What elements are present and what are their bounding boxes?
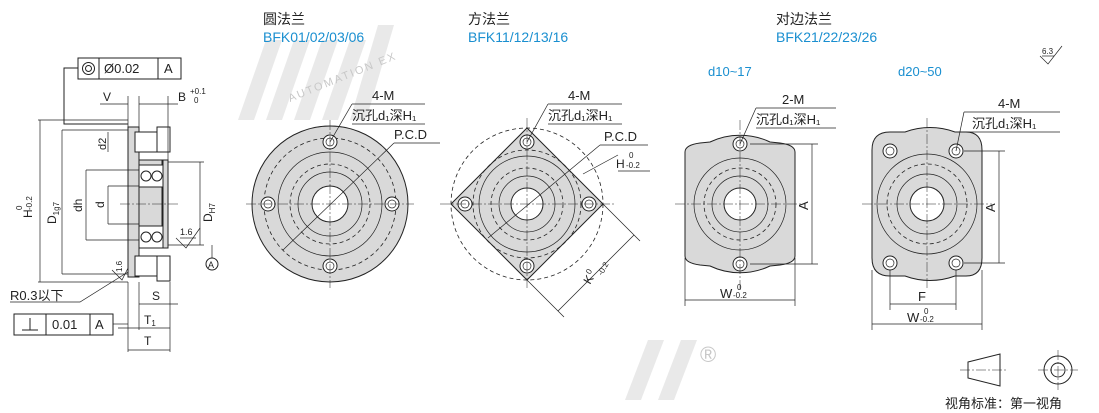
round-pcd: P.C.D [394,127,427,142]
projection-note: 视角标准：第一视角 [945,396,1062,411]
opposed-left-bolt: 2-M [782,92,804,107]
perp-value: 0.01 [52,317,77,332]
opposed-right-F: F [918,289,926,304]
round-bolt: 4-M [372,88,394,103]
opposed-right-W-tol-low: -0.2 [920,315,934,324]
opposed-left-W: W [720,286,733,301]
round-counterbore: 沉孔d₁深H₁ [352,108,417,123]
opposed-left-range: d10~17 [708,64,752,79]
side-section-view: H 0 -0.2 D1g7 dh d d2 DH7 V B +0.1 0 [10,87,219,352]
opposed-right-range: d20~50 [898,64,942,79]
dim-S: S [152,289,160,303]
opposed-left-W-tol-low: -0.2 [733,291,747,300]
dim-d2: d2 [97,138,109,150]
watermark-reg: ® [700,342,716,367]
round-flange-models: BFK01/02/03/06 [263,29,364,45]
dim-T1: T1 [144,313,156,328]
dim-V: V [103,90,111,104]
flatness-tolerance-frame: Ø0.02 A [63,57,182,125]
dim-H: H [21,209,35,218]
opposed-right-A: A [983,203,998,212]
roughness-1: 1.6 [180,227,193,237]
dim-DH7: DH7 [201,203,217,222]
dim-B-tol-low: 0 [194,96,199,105]
opposed-flange-title: 对边法兰 [776,11,832,27]
square-bolt: 4-M [568,88,590,103]
square-pcd: P.C.D [604,129,637,144]
square-flange-models: BFK11/12/13/16 [468,29,568,45]
opposed-left-counterbore: 沉孔d₁深H₁ [756,112,821,127]
round-flange-title: 圆法兰 [263,11,305,27]
square-K-tol-low: -0.2 [596,260,611,277]
square-flange-title: 方法兰 [468,11,510,27]
opposed-right-W: W [907,310,920,325]
square-flange-view: 方法兰 BFK11/12/13/16 4-M 沉孔d₁深H₁ P.C.D H 0… [440,11,650,318]
dim-B-tol: +0.1 [190,87,206,96]
note-R03: R0.3以下 [10,288,63,303]
opposed-right-bolt: 4-M [998,96,1020,111]
flatness-value: Ø0.02 [104,61,139,76]
perpendicularity-tolerance-frame: 0.01 A [13,313,128,336]
dim-B: B [178,90,186,104]
square-H-tol-low: -0.2 [626,161,640,170]
dim-H-tol-low: -0.2 [25,196,34,210]
square-H-tol: 0 [629,151,634,160]
projection-symbol: 视角标准：第一视角 [945,350,1078,411]
general-roughness-symbol: 6.3 [1039,45,1063,65]
general-roughness-value: 6.3 [1042,47,1054,56]
opposed-right-W-tol: 0 [924,307,929,316]
opposed-left-A: A [796,201,811,210]
dim-D1g7: D1g7 [45,201,61,224]
opposed-left-W-tol: 0 [737,283,742,292]
perp-datum: A [95,317,104,332]
opposed-right-counterbore: 沉孔d₁深H₁ [972,116,1037,131]
opposed-flange-view: 对边法兰 BFK21/22/23/26 d10~17 2-M 沉孔d₁深H₁ A… [675,11,1060,330]
dim-T: T [144,334,152,348]
square-H: H [616,157,625,171]
round-flange-view: 圆法兰 BFK01/02/03/06 4-M 沉孔d₁深H₁ P.C.D [246,11,440,288]
dim-H-tol: 0 [15,205,24,210]
square-counterbore: 沉孔d₁深H₁ [548,108,613,123]
datum-A: A [208,260,214,270]
flatness-datum: A [164,61,173,76]
dim-dh: dh [71,199,85,212]
dim-d: d [93,201,107,208]
opposed-flange-models: BFK21/22/23/26 [776,29,877,45]
roughness-2: 1.6 [115,260,124,272]
